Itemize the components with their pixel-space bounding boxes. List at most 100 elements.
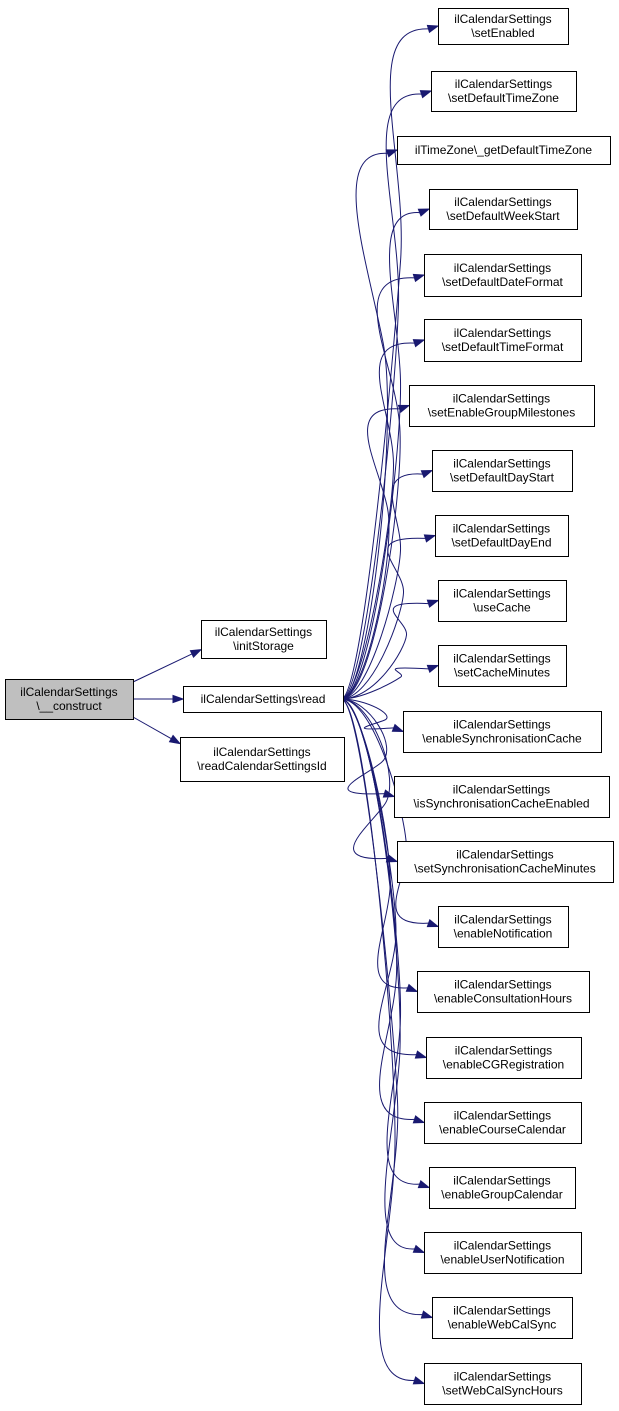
node-label: ilCalendarSettings bbox=[453, 1304, 550, 1318]
edge-read-to-setEnableGroupMilestones-line bbox=[340, 408, 400, 700]
node-label: ilCalendarSettings bbox=[454, 1239, 551, 1253]
node-setCacheMinutes[interactable]: ilCalendarSettings\setCacheMinutes bbox=[438, 645, 567, 687]
node-enableGroupCalendar[interactable]: ilCalendarSettings\enableGroupCalendar bbox=[429, 1167, 576, 1209]
edge-read-to-setDefaultDayEnd-arrow bbox=[423, 534, 437, 543]
node-label: \enableGroupCalendar bbox=[441, 1188, 562, 1202]
node-box bbox=[183, 686, 344, 713]
node-enableCourseCalendar[interactable]: ilCalendarSettings\enableCourseCalendar bbox=[424, 1102, 582, 1144]
edge-read-to-setWebCalSyncHours bbox=[340, 698, 426, 1385]
edge-construct-to-initStorage-arrow bbox=[189, 649, 203, 659]
node-box bbox=[424, 254, 582, 297]
node-label: ilTimeZone\_getDefaultTimeZone bbox=[415, 143, 593, 157]
nodes: ilCalendarSettings\__constructilCalendar… bbox=[5, 8, 614, 1405]
edge-read-to-setDefaultTimeZone bbox=[340, 90, 433, 700]
edge-construct-to-readId bbox=[132, 716, 182, 745]
node-enableConsultationHours[interactable]: ilCalendarSettings\enableConsultationHou… bbox=[417, 971, 590, 1013]
node-root[interactable]: ilCalendarSettings\__construct bbox=[5, 679, 134, 720]
edge-read-to-setDefaultDateFormat-line bbox=[340, 277, 415, 700]
edge-read-to-enableUserNotification-arrow bbox=[412, 1244, 426, 1254]
node-enableSynchronisationCache[interactable]: ilCalendarSettings\enableSynchronisation… bbox=[403, 711, 602, 753]
node-label: ilCalendarSettings bbox=[453, 1174, 550, 1188]
node-label: ilCalendarSettings bbox=[455, 1044, 552, 1058]
edge-read-to-setDefaultDayEnd bbox=[340, 534, 437, 700]
node-box bbox=[438, 645, 567, 687]
node-box bbox=[429, 1167, 576, 1209]
edge-read-to-setDefaultTimeZone-line bbox=[340, 93, 422, 700]
node-box bbox=[426, 1037, 582, 1079]
node-setWebCalSyncHours[interactable]: ilCalendarSettings\setWebCalSyncHours bbox=[424, 1363, 582, 1405]
node-setDefaultDateFormat[interactable]: ilCalendarSettings\setDefaultDateFormat bbox=[424, 254, 582, 297]
node-setDefaultTimeFormat[interactable]: ilCalendarSettings\setDefaultTimeFormat bbox=[424, 319, 582, 362]
edge-read-to-setSynchronisationCacheMinutes-line bbox=[340, 698, 391, 860]
edge-read-to-enableConsultationHours-arrow bbox=[405, 983, 419, 993]
node-box bbox=[438, 906, 569, 948]
node-useCache[interactable]: ilCalendarSettings\useCache bbox=[438, 580, 567, 622]
node-box bbox=[5, 679, 134, 720]
node-label: \enableCGRegistration bbox=[443, 1058, 564, 1072]
node-setEnabled[interactable]: ilCalendarSettings\setEnabled bbox=[438, 8, 569, 45]
edge-read-to-setDefaultDayStart bbox=[340, 469, 434, 700]
edge-read-to-setDefaultDayStart-line bbox=[340, 473, 423, 700]
edge-read-to-setDefaultTimeFormat-arrow bbox=[412, 339, 426, 348]
edge-read-to-setDefaultWeekStart bbox=[340, 208, 431, 700]
edge-construct-to-read-arrow bbox=[172, 694, 185, 704]
node-setEnableGroupMilestones[interactable]: ilCalendarSettings\setEnableGroupMilesto… bbox=[409, 385, 595, 427]
node-readId[interactable]: ilCalendarSettings\readCalendarSettingsI… bbox=[180, 737, 345, 782]
node-initStorage[interactable]: ilCalendarSettings\initStorage bbox=[201, 620, 327, 659]
edge-construct-to-read bbox=[133, 694, 185, 704]
node-label: ilCalendarSettings bbox=[455, 77, 552, 91]
edge-read-to-isSynchronisationCacheEnabled-line bbox=[340, 698, 388, 795]
node-read[interactable]: ilCalendarSettings\read bbox=[183, 686, 344, 713]
edge-read-to-enableSynchronisationCache bbox=[340, 698, 405, 733]
node-box bbox=[424, 1102, 582, 1144]
edge-read-to-setWebCalSyncHours-line bbox=[340, 698, 415, 1381]
edge-read-to-enableWebCalSync bbox=[340, 698, 434, 1319]
edge-read-to-useCache-arrow bbox=[426, 599, 440, 608]
edge-read-to-setWebCalSyncHours-arrow bbox=[412, 1376, 426, 1385]
node-enableCGRegistration[interactable]: ilCalendarSettings\enableCGRegistration bbox=[426, 1037, 582, 1079]
node-box bbox=[201, 620, 327, 659]
node-label: ilCalendarSettings bbox=[453, 587, 550, 601]
node-box bbox=[429, 189, 578, 230]
node-setDefaultWeekStart[interactable]: ilCalendarSettings\setDefaultWeekStart bbox=[429, 189, 578, 230]
edge-read-to-enableCourseCalendar-line bbox=[340, 698, 415, 1120]
node-box bbox=[424, 1232, 582, 1274]
node-isSynchronisationCacheEnabled[interactable]: ilCalendarSettings\isSynchronisationCach… bbox=[394, 776, 610, 818]
edge-read-to-setCacheMinutes bbox=[340, 664, 440, 700]
node-label: ilCalendarSettings bbox=[454, 261, 551, 275]
edge-construct-to-initStorage bbox=[132, 649, 203, 683]
node-getDefaultTimeZone[interactable]: ilTimeZone\_getDefaultTimeZone bbox=[397, 136, 611, 165]
edge-read-to-setDefaultDateFormat bbox=[340, 273, 426, 700]
node-label: ilCalendarSettings bbox=[213, 745, 310, 759]
node-enableUserNotification[interactable]: ilCalendarSettings\enableUserNotificatio… bbox=[424, 1232, 582, 1274]
node-label: \__construct bbox=[36, 699, 102, 713]
edge-read-to-setDefaultDayStart-arrow bbox=[420, 469, 434, 479]
node-setSynchronisationCacheMinutes[interactable]: ilCalendarSettings\setSynchronisationCac… bbox=[397, 841, 614, 883]
node-box bbox=[438, 580, 567, 622]
node-label: ilCalendarSettings\read bbox=[201, 692, 326, 706]
node-box bbox=[431, 71, 577, 112]
node-box bbox=[424, 1363, 582, 1405]
edge-read-to-setDefaultDayEnd-line bbox=[340, 537, 426, 700]
node-box bbox=[403, 711, 602, 753]
edge-read-to-setDefaultWeekStart-arrow bbox=[417, 208, 431, 217]
edge-read-to-setDefaultWeekStart-line bbox=[340, 212, 420, 700]
edge-read-to-setCacheMinutes-arrow bbox=[426, 664, 440, 674]
edge-read-to-enableNotification-arrow bbox=[426, 918, 440, 928]
node-label: ilCalendarSettings bbox=[454, 1370, 551, 1384]
node-label: \initStorage bbox=[233, 639, 294, 653]
node-label: \setEnableGroupMilestones bbox=[428, 406, 575, 420]
node-label: \isSynchronisationCacheEnabled bbox=[413, 797, 589, 811]
node-enableNotification[interactable]: ilCalendarSettings\enableNotification bbox=[438, 906, 569, 948]
edges bbox=[132, 24, 440, 1385]
node-setDefaultDayEnd[interactable]: ilCalendarSettings\setDefaultDayEnd bbox=[435, 515, 569, 557]
node-enableWebCalSync[interactable]: ilCalendarSettings\enableWebCalSync bbox=[432, 1297, 573, 1339]
node-setDefaultTimeZone[interactable]: ilCalendarSettings\setDefaultTimeZone bbox=[431, 71, 577, 112]
node-box bbox=[397, 841, 614, 883]
edge-read-to-enableSynchronisationCache-arrow bbox=[391, 723, 405, 733]
node-label: ilCalendarSettings bbox=[453, 652, 550, 666]
edge-read-to-enableGroupCalendar-arrow bbox=[417, 1179, 431, 1189]
node-label: \setDefaultWeekStart bbox=[446, 209, 560, 223]
node-setDefaultDayStart[interactable]: ilCalendarSettings\setDefaultDayStart bbox=[432, 450, 573, 492]
edge-read-to-setDefaultTimeFormat bbox=[340, 339, 426, 700]
